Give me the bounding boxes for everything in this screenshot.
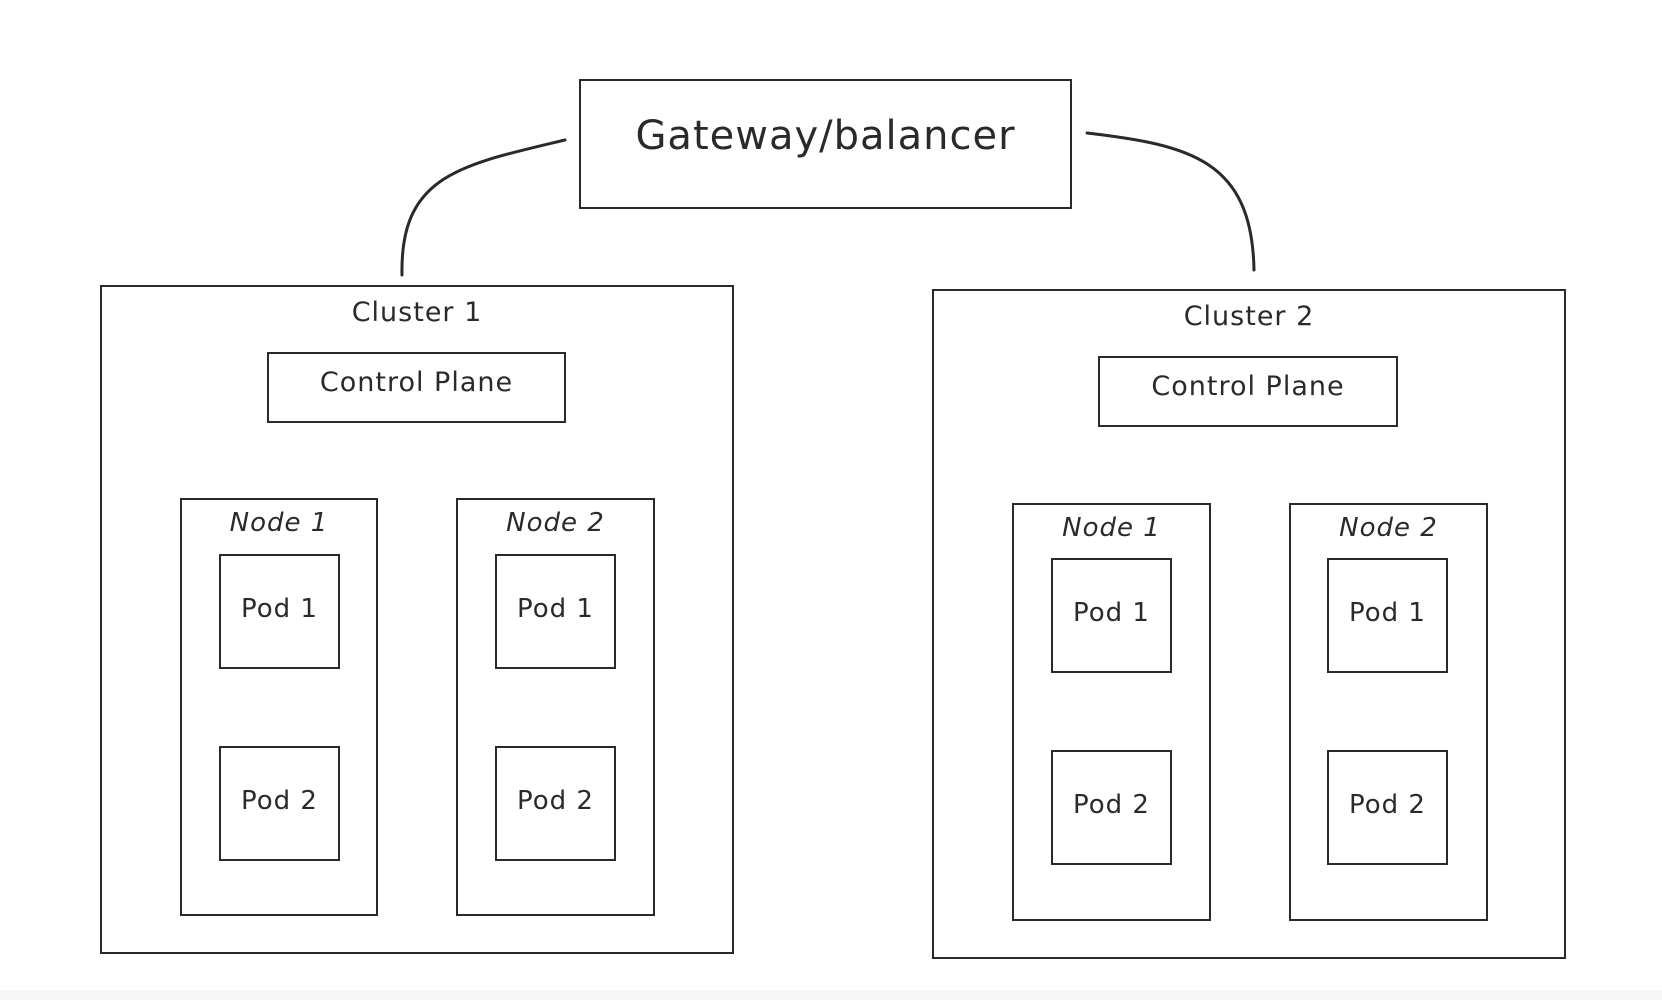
cluster-1-control-plane-label: Control Plane	[319, 367, 514, 398]
cluster-2-node-2-pod-1-label: Pod 1	[1349, 598, 1426, 628]
cluster-1-node-2-pod-2-box: Pod 2	[495, 746, 616, 861]
cluster-2-control-plane-label: Control Plane	[1151, 371, 1345, 402]
gateway-to-cluster-1-connector	[400, 138, 567, 277]
cluster-1-control-plane-box: Control Plane	[267, 352, 566, 423]
cluster-2-node-2-pod-1-box: Pod 1	[1327, 558, 1448, 673]
cluster-1-node-1-label: Node 1	[229, 508, 329, 538]
cluster-1-node-2-pod-2-label: Pod 2	[517, 786, 594, 816]
cluster-2-node-1-pod-2-label: Pod 2	[1073, 790, 1150, 820]
cluster-2-label: Cluster 2	[1183, 301, 1315, 332]
cluster-1-node-2-label: Node 2	[506, 508, 605, 538]
cluster-2-node-2-pod-2-label: Pod 2	[1349, 790, 1426, 820]
cluster-2-node-2-label: Node 2	[1339, 513, 1438, 543]
gateway-label: Gateway/balancer	[635, 113, 1016, 159]
cluster-1-node-2-pod-1-label: Pod 1	[517, 594, 594, 624]
cluster-2-node-1-pod-1-box: Pod 1	[1051, 558, 1172, 673]
cluster-1-node-1-pod-2-label: Pod 2	[241, 786, 318, 816]
cluster-2-node-1-pod-1-label: Pod 1	[1073, 598, 1150, 628]
cluster-1-node-1-pod-2-box: Pod 2	[219, 746, 340, 861]
cluster-1-node-1-pod-1-label: Pod 1	[241, 594, 318, 624]
cluster-1-node-1-pod-1-box: Pod 1	[219, 554, 340, 669]
cluster-2-node-2-pod-2-box: Pod 2	[1327, 750, 1448, 865]
cluster-1-label: Cluster 1	[351, 297, 483, 328]
cluster-2-node-1-pod-2-box: Pod 2	[1051, 750, 1172, 865]
cluster-2-node-1-label: Node 1	[1062, 513, 1161, 543]
gateway-box: Gateway/balancer	[579, 79, 1072, 209]
cluster-1-node-2-pod-1-box: Pod 1	[495, 554, 616, 669]
cluster-2-control-plane-box: Control Plane	[1098, 356, 1398, 427]
bottom-edge-shade	[0, 990, 1662, 1000]
gateway-to-cluster-2-connector	[1085, 131, 1256, 272]
